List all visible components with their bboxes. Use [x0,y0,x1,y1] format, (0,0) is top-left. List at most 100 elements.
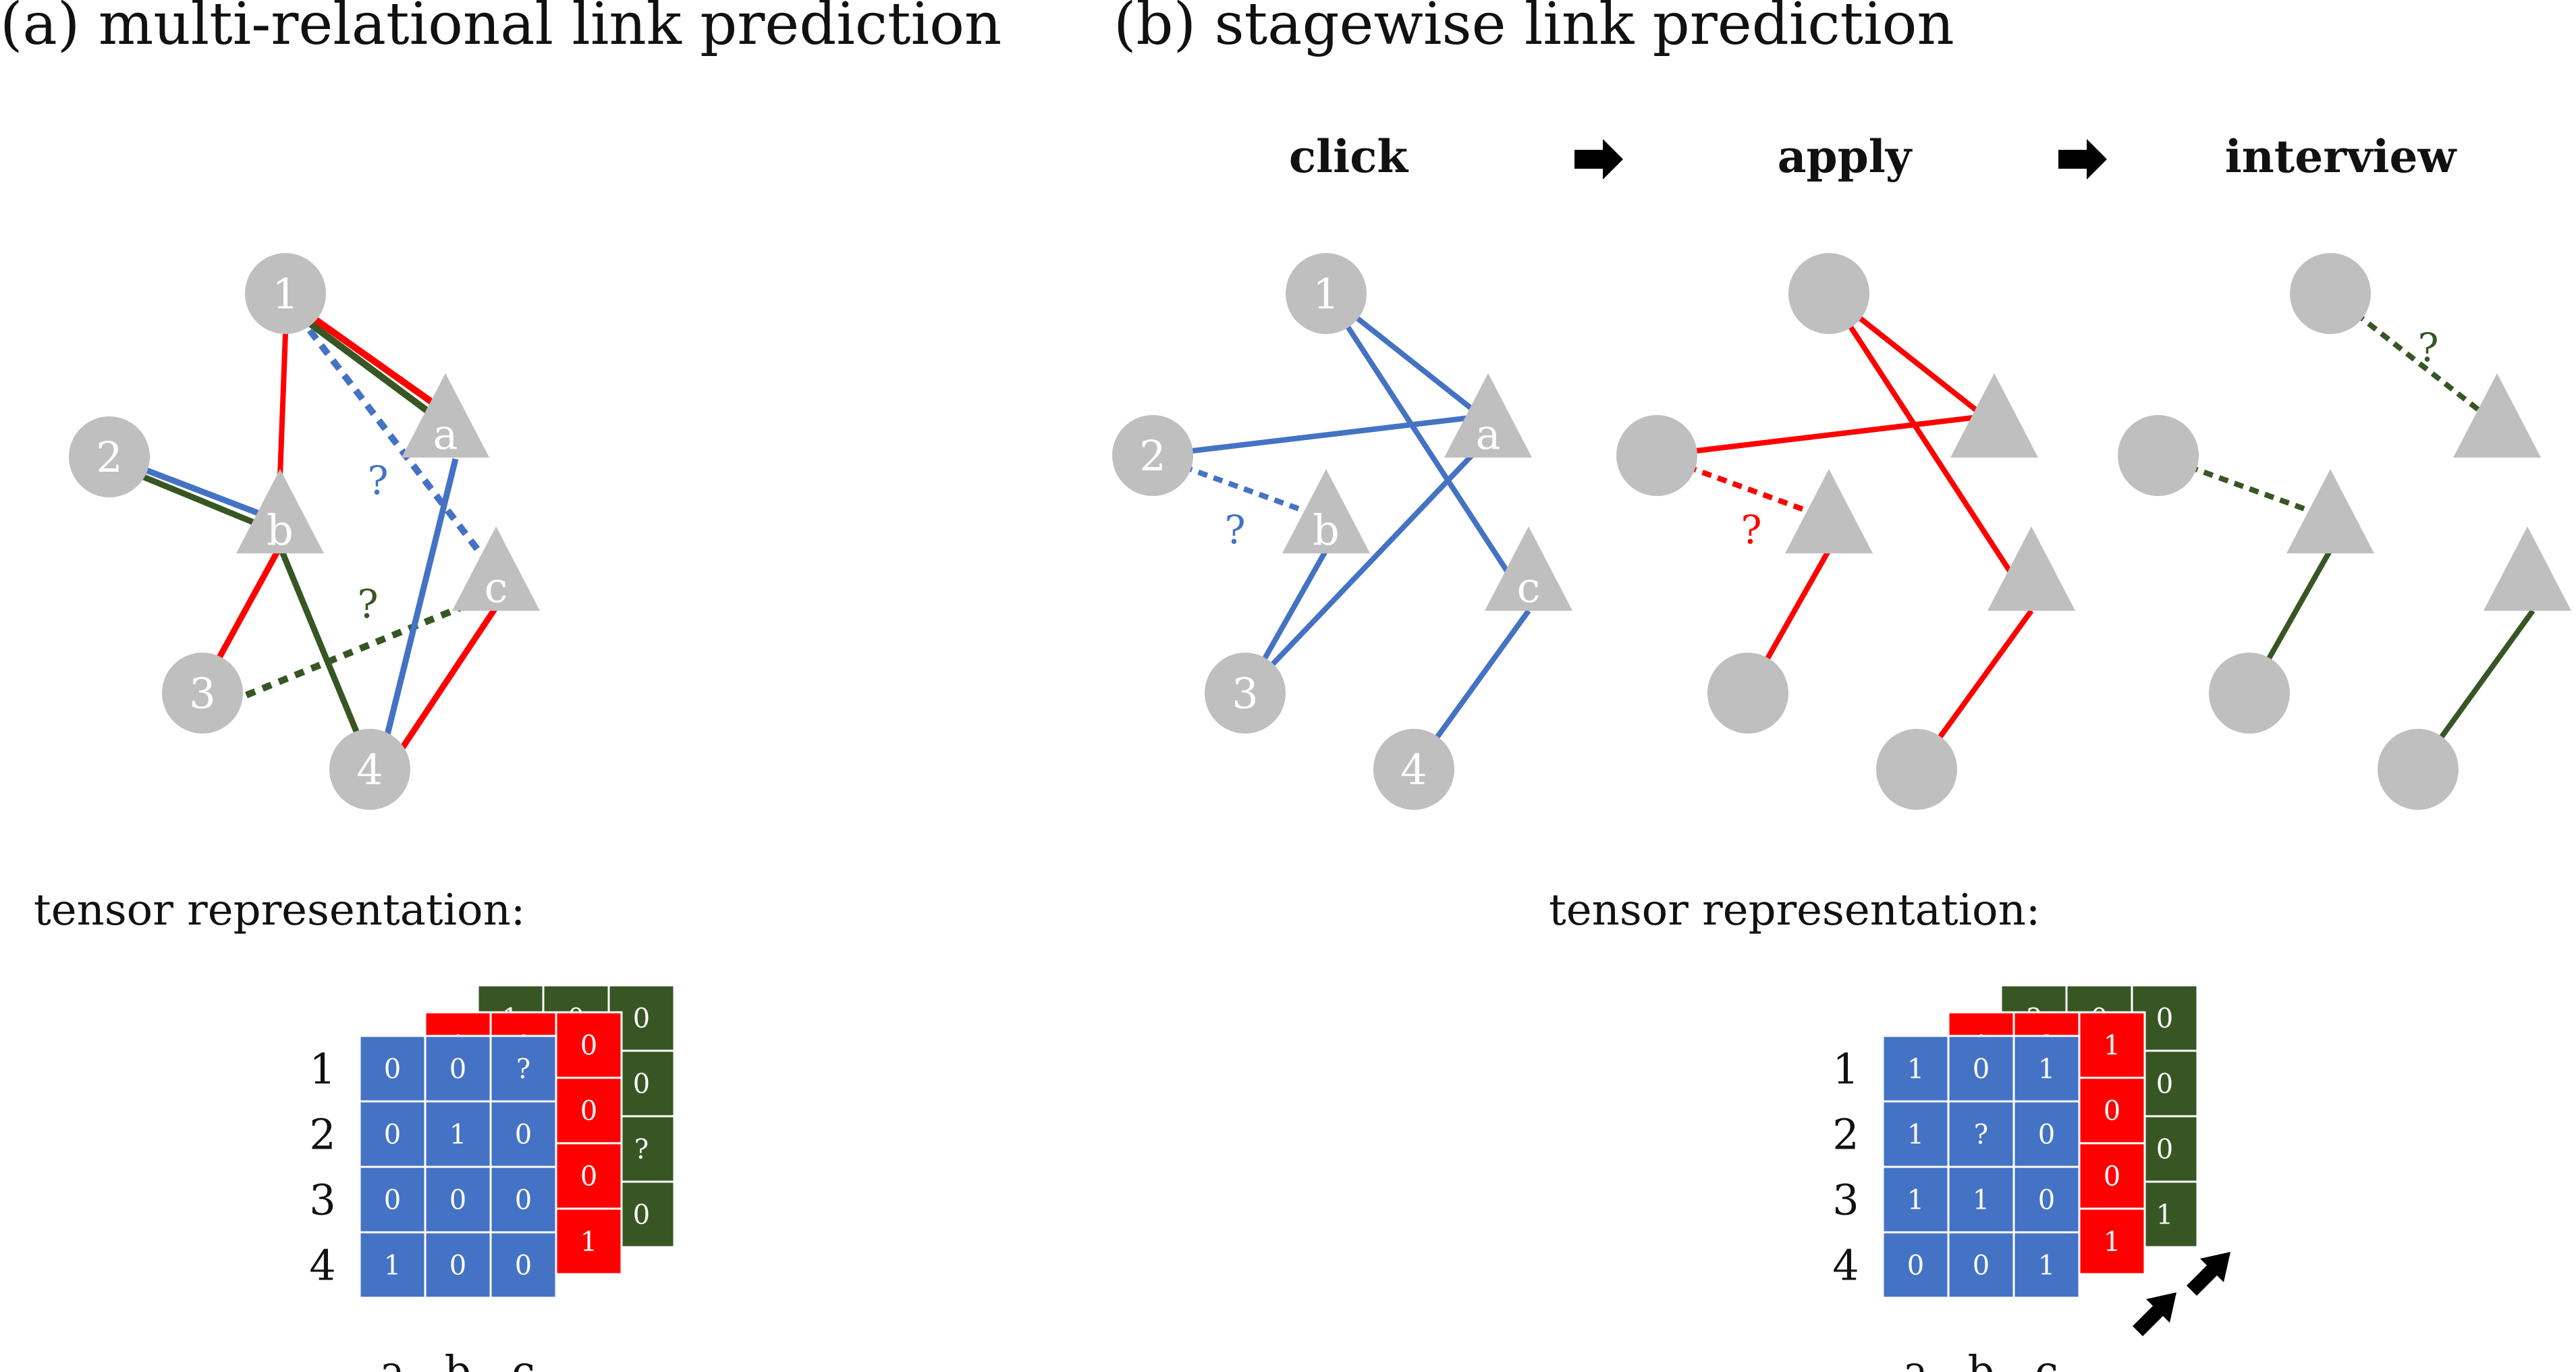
tensor-cell-value: 0 [449,1054,466,1085]
tensor-cell-value: 0 [449,1251,466,1282]
tensor-cell-value: 0 [2156,1069,2173,1100]
tensor-cell-value: 1 [449,1120,466,1151]
tensor-cell-value: 0 [580,1096,597,1127]
tensor-cell [555,1207,623,1275]
tensor-row-label: 4 [1832,1241,1859,1290]
tensor-cell-value: 0 [2104,1161,2120,1192]
tensor-cell-value: 0 [633,1200,650,1231]
tensor-cell [358,1035,427,1103]
item-node-a [2453,373,2541,458]
tensor-col-label: c [2035,1346,2058,1372]
user-node-3 [2209,653,2290,734]
item-node-c: c [452,526,540,612]
user-node-4: 4 [1373,729,1454,810]
user-node-1 [1788,253,1869,334]
tensor-cell-value: 0 [2038,1185,2055,1216]
user-node-3: 3 [1205,653,1286,734]
tensor-cell [555,1142,623,1210]
tensor-cell [555,1076,623,1145]
item-node-b [2286,469,2374,553]
tensor-col-label: b [445,1346,472,1372]
tensor-cell-value: 0 [633,1004,650,1035]
question-mark: ? [1224,507,1245,553]
tensor-cell-value: 0 [633,1069,650,1100]
diagonal-arrow-icon [2133,1252,2230,1336]
tensor-a: 10000000?00011000000000100?0100001001234… [309,984,676,1372]
tensor-col-label: b [1968,1346,1995,1372]
tensor-cell-value: ? [516,1054,530,1085]
tensor-col-label: c [512,1346,535,1372]
question-mark: ? [367,458,388,503]
user-node-label: 2 [96,433,122,482]
user-node-4: 4 [329,729,410,810]
tensor-cell [555,1011,623,1079]
tensor-cell-value: 1 [2104,1227,2120,1258]
item-node-b: b [236,469,324,555]
tensor-label-a: tensor representation: [34,885,525,935]
question-mark: ? [357,581,378,627]
tensor-cell-value: 0 [580,1161,597,1192]
item-node-b [1785,469,1873,553]
tensor-cell-value: 1 [1907,1185,1924,1216]
tensor-cell-value: ? [1974,1120,1988,1151]
tensor-cell-value: 1 [2038,1054,2055,1085]
stage-label-apply: apply [1778,130,1913,183]
tensor-cell-value: 0 [1973,1251,1990,1282]
user-node-1: 1 [245,253,326,334]
right-arrow-icon [1574,139,1623,180]
tensor-cell [2012,1231,2081,1299]
panel-b-title: (b) stagewise link prediction [1114,0,1954,58]
tensor-cell [1882,1035,1950,1103]
user-node-2: 2 [1112,415,1193,496]
tensor-cell-value: ? [634,1134,649,1165]
item-node-c [2484,526,2571,611]
tensor-cell-value: 0 [2156,1004,2173,1035]
tensor-cell [1947,1035,2015,1103]
tensor-cell-value: 1 [580,1227,597,1258]
user-node-label: 3 [189,669,215,718]
tensor-cell-value: 0 [1973,1054,1990,1085]
item-node-b: b [1282,469,1370,555]
user-node-3 [1707,653,1788,734]
item-node-label: c [1517,563,1541,612]
tensor-cell-value: 0 [515,1251,532,1282]
right-arrow-icon [2058,139,2107,180]
tensor-cell-value: 1 [1907,1054,1924,1085]
tensor-cell [1882,1231,1950,1299]
user-node-label: 1 [1313,269,1339,319]
tensor-cell [358,1165,427,1234]
tensor-row-label: 3 [1832,1176,1859,1225]
tensor-cell-value: 0 [449,1185,466,1216]
tensor-cell [489,1165,557,1234]
item-node-a: a [1444,373,1532,459]
tensor-cell-value: 1 [2104,1031,2120,1062]
tensor-cell [2078,1207,2146,1275]
tensor-cell-value: 0 [384,1120,401,1151]
tensor-cell-value: 0 [1907,1251,1924,1282]
tensor-cell-value: 0 [515,1185,532,1216]
user-node-1: 1 [1286,253,1367,334]
tensor-row-label: 2 [1832,1110,1859,1159]
tensor-cell-value: 0 [2156,1134,2173,1165]
stage-label-interview: interview [2225,130,2458,183]
user-node-4 [2378,729,2459,810]
tensor-row-label: 4 [309,1241,335,1290]
item-node-c: c [1485,526,1572,612]
tensor-cell [2078,1011,2146,1079]
tensor-col-label: a [380,1346,405,1372]
item-node-label: b [267,505,294,555]
tensor-cell-value: 0 [384,1185,401,1216]
tensor-row-label: 1 [309,1045,335,1094]
user-node-label: 4 [1400,745,1427,794]
tensor-cell-value: 1 [384,1251,401,1282]
tensor-row-label: 3 [309,1176,335,1225]
tensor-cell [489,1231,557,1299]
tensor-cell-value: 1 [2156,1200,2173,1231]
user-node-2 [2118,415,2199,496]
stage-label-click: click [1289,130,1409,183]
panel-a-graph: 1 2 3 4 a b c ? ? [69,253,540,810]
question-mark: ? [2417,325,2438,371]
